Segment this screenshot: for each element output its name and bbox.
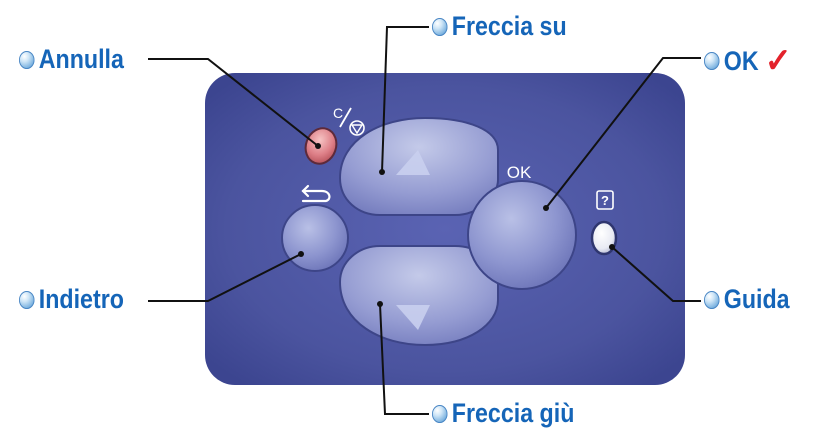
leader-ok xyxy=(545,57,701,209)
leader-help xyxy=(611,246,701,302)
label-cancel-text: Annulla xyxy=(38,44,124,74)
up-arrow-icon xyxy=(396,150,430,175)
down-arrow-icon xyxy=(396,305,430,330)
label-cancel: Annulla xyxy=(19,46,124,73)
back-button[interactable] xyxy=(281,204,349,272)
label-help: Guida xyxy=(704,286,790,313)
label-back-text: Indietro xyxy=(38,284,124,314)
leader-up xyxy=(381,26,429,173)
label-up-arrow: Freccia su xyxy=(432,13,567,40)
stop-icon xyxy=(349,120,365,136)
checkmark-icon: ✓ xyxy=(764,42,792,80)
ok-button-text: OK xyxy=(507,163,532,182)
bullet-icon xyxy=(704,290,720,309)
help-icon xyxy=(596,190,614,210)
svg-text:?: ? xyxy=(601,193,609,208)
label-ok-text: OK xyxy=(723,45,759,76)
down-arrow-button[interactable] xyxy=(338,245,499,347)
label-ok: OK ✓ xyxy=(704,42,792,80)
label-down-arrow: Freccia giù xyxy=(432,400,574,427)
label-down-arrow-text: Freccia giù xyxy=(451,398,575,428)
bullet-icon xyxy=(432,17,448,36)
bullet-icon xyxy=(432,404,448,423)
cancel-symbol: C xyxy=(333,105,365,136)
leader-back xyxy=(148,253,302,302)
leader-down xyxy=(379,303,429,415)
label-up-arrow-text: Freccia su xyxy=(451,11,567,41)
label-back: Indietro xyxy=(19,286,124,313)
bullet-icon xyxy=(19,290,35,309)
bullet-icon xyxy=(19,50,35,69)
back-icon xyxy=(301,184,331,203)
leader-cancel xyxy=(148,58,319,147)
ok-button[interactable] xyxy=(467,180,577,290)
bullet-icon xyxy=(704,52,720,70)
svg-text:C: C xyxy=(333,105,343,121)
up-arrow-button[interactable] xyxy=(338,116,499,216)
label-help-text: Guida xyxy=(723,284,790,314)
